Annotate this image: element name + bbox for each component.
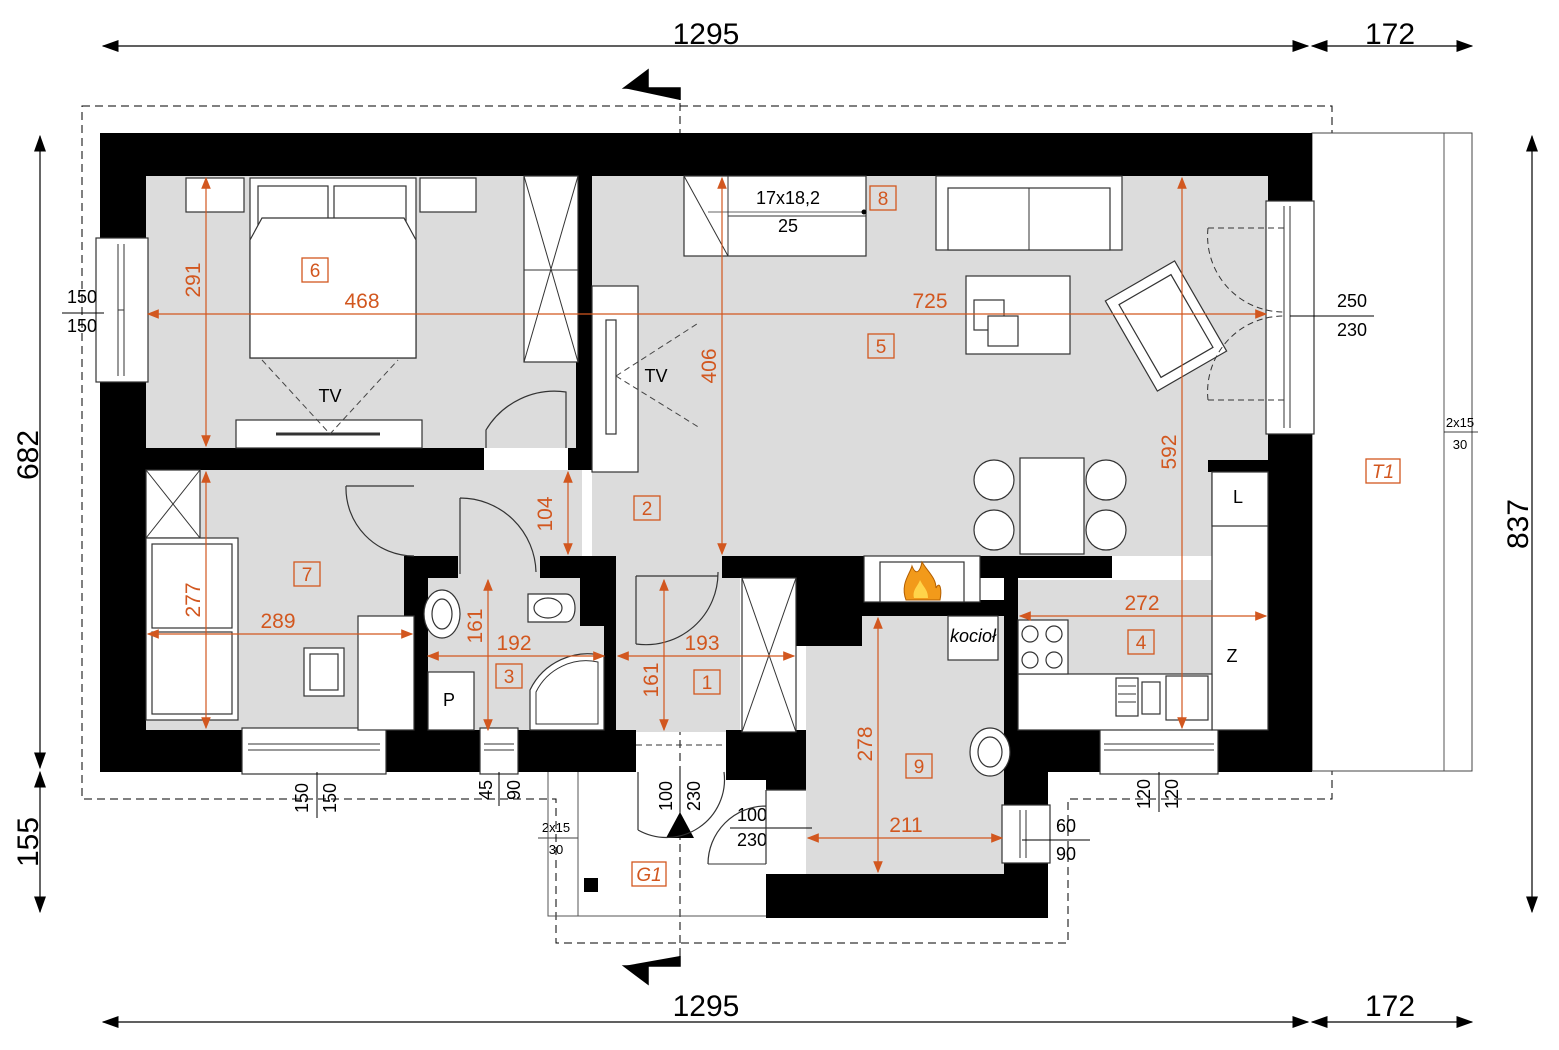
room-label-5: 5 <box>867 333 895 359</box>
terrace <box>1311 132 1473 772</box>
svg-text:T1: T1 <box>1372 462 1394 483</box>
walls <box>100 133 1312 918</box>
svg-text:7: 7 <box>302 565 313 586</box>
living-furniture: TV <box>591 175 1285 603</box>
tv-living-label: TV <box>644 366 667 386</box>
dim-kitchen-w: 272 <box>1124 592 1159 615</box>
boiler-room-fixtures: kocioł <box>947 615 1011 777</box>
dim-hall1-w: 193 <box>684 632 719 655</box>
dim-top-left: 1295 <box>673 18 740 51</box>
label-door-side-b: 230 <box>737 830 767 850</box>
label-w-b2-b: 90 <box>504 780 524 800</box>
label-w-right-bottom: 230 <box>1337 320 1367 340</box>
label-w-left-top: 150 <box>67 287 97 307</box>
dim-boiler-w: 211 <box>889 814 922 837</box>
step-left-a: 2x15 <box>542 820 570 835</box>
label-w-b3-b: 120 <box>1162 779 1182 809</box>
dim-right: 837 <box>1502 499 1535 549</box>
dim-bath-w: 192 <box>496 632 531 655</box>
room-label-2: 2 <box>633 495 661 521</box>
room-label-8: 8 <box>869 185 897 211</box>
svg-text:G1: G1 <box>636 865 661 886</box>
step-left-b: 30 <box>549 842 563 857</box>
dim-living-w: 725 <box>912 290 947 313</box>
interior-dimensions: 291 468 725 406 592 272 104 277 289 161 … <box>146 176 1268 874</box>
label-w-b3-a: 120 <box>1134 779 1154 809</box>
section-mark-bottom <box>621 956 681 986</box>
dim-bed-h: 291 <box>182 262 205 297</box>
room-label-9: 9 <box>905 753 933 779</box>
dim-boiler-h: 278 <box>854 726 877 761</box>
dim-left-top: 682 <box>12 430 45 480</box>
dim-living-full-h: 592 <box>1158 434 1181 469</box>
dim-left-bottom: 155 <box>12 817 45 867</box>
roof-outline <box>81 105 1333 944</box>
room-label-g1: G1 <box>631 861 667 887</box>
dim-bottom-left: 1295 <box>673 990 740 1023</box>
stairs-width: 25 <box>778 216 798 236</box>
dim-room7-h: 277 <box>182 582 205 617</box>
room-label-t1: T1 <box>1365 458 1401 484</box>
outer-dimensions: 1295 172 1295 172 682 155 837 <box>12 18 1538 1028</box>
room7-furniture <box>145 469 415 731</box>
tv-bed-label: TV <box>318 386 341 406</box>
label-door-main-a: 100 <box>656 781 676 811</box>
svg-text:4: 4 <box>1136 633 1147 654</box>
room-label-7: 7 <box>293 561 321 587</box>
svg-text:5: 5 <box>876 337 887 358</box>
pantry-p-label: P <box>443 690 455 710</box>
room-label-1: 1 <box>693 669 721 695</box>
label-w-side-a: 60 <box>1056 816 1076 836</box>
svg-text:6: 6 <box>310 261 321 282</box>
svg-text:8: 8 <box>878 189 889 210</box>
room-labels: 6 8 5 2 7 3 1 4 9 <box>293 185 1155 779</box>
fridge-l-label: L <box>1233 487 1243 507</box>
room-label-6: 6 <box>301 257 329 283</box>
label-w-right-top: 250 <box>1337 291 1367 311</box>
dim-living-h: 406 <box>698 348 721 383</box>
label-w-left-bottom: 150 <box>67 316 97 336</box>
label-w-b2-a: 45 <box>476 780 496 800</box>
fireplace-icon <box>903 560 942 601</box>
svg-text:2: 2 <box>642 499 653 520</box>
room-label-3: 3 <box>495 663 523 689</box>
windows <box>95 200 1315 864</box>
bedroom-furniture: TV <box>185 175 579 449</box>
entrance-arrow-icon <box>666 812 694 838</box>
dim-bottom-right: 172 <box>1365 990 1415 1023</box>
fridge-z-label: Z <box>1227 646 1238 666</box>
svg-text:9: 9 <box>914 757 925 778</box>
svg-text:1: 1 <box>702 673 713 694</box>
dim-room7-w: 289 <box>260 610 295 633</box>
dim-hall-h: 104 <box>534 496 557 531</box>
stairs: 17x18,2 25 <box>683 175 867 257</box>
step-right-a: 2x15 <box>1446 415 1474 430</box>
dim-bed-w: 468 <box>344 290 379 313</box>
dim-hall1-h: 161 <box>640 662 663 697</box>
boiler-label: kocioł <box>950 626 997 646</box>
label-door-main-b: 230 <box>684 781 704 811</box>
label-w-b1-b: 150 <box>320 783 340 813</box>
room-label-4: 4 <box>1127 629 1155 655</box>
section-mark-top <box>621 68 681 100</box>
label-w-side-b: 90 <box>1056 844 1076 864</box>
svg-text:3: 3 <box>504 667 515 688</box>
dim-top-right: 172 <box>1365 18 1415 51</box>
stairs-spec: 17x18,2 <box>756 188 820 208</box>
entrance-porch <box>547 744 806 917</box>
label-w-b1-a: 150 <box>292 783 312 813</box>
dim-bath-h: 161 <box>464 608 487 643</box>
step-right-b: 30 <box>1453 437 1467 452</box>
